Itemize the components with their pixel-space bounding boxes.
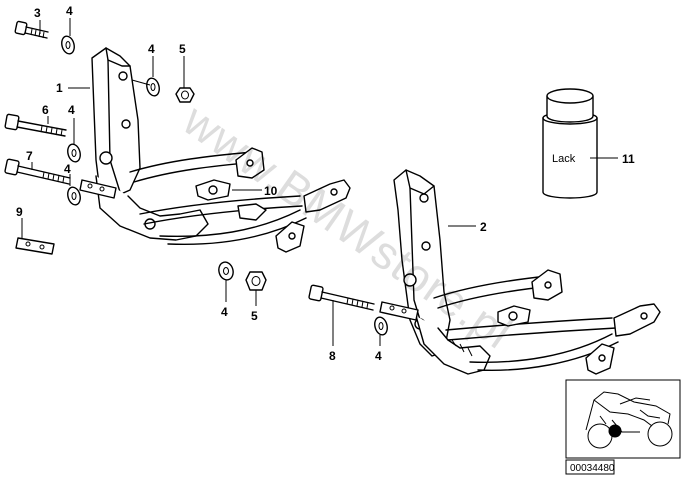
left-bracket-assembly xyxy=(79,47,351,253)
part-label-9: 9 xyxy=(16,205,23,219)
paint-can-icon: Lack xyxy=(542,88,598,199)
part-label-5: 5 xyxy=(179,42,186,56)
part-label-4: 4 xyxy=(68,103,75,117)
part-label-5: 5 xyxy=(251,309,258,323)
part-label-4: 4 xyxy=(221,305,228,319)
right-bracket-assembly xyxy=(379,169,661,375)
locator-thumbnail: 00034480 xyxy=(565,379,681,475)
part-label-7: 7 xyxy=(26,149,33,163)
part-label-10: 10 xyxy=(264,184,278,198)
part-label-2: 2 xyxy=(480,220,487,234)
nut-icon xyxy=(175,87,195,103)
motorcycle-locator-icon xyxy=(585,391,673,449)
part-label-8: 8 xyxy=(329,349,336,363)
part-label-1: 1 xyxy=(56,81,63,95)
bolt-6-icon xyxy=(4,113,67,137)
nut-icon xyxy=(245,271,267,291)
part-label-4: 4 xyxy=(375,349,382,363)
paint-can-label: Lack xyxy=(552,153,576,165)
bolt-3-icon xyxy=(14,20,49,39)
washer-icon xyxy=(146,77,160,97)
washer-icon xyxy=(218,261,234,281)
washer-icon xyxy=(67,143,81,163)
plate-9-icon xyxy=(15,237,55,255)
washer-icon xyxy=(61,35,75,55)
part-label-4: 4 xyxy=(148,42,155,56)
bolt-7-icon xyxy=(4,158,71,185)
part-label-11: 11 xyxy=(622,152,635,166)
washer-icon xyxy=(374,316,388,336)
location-marker-icon xyxy=(608,424,622,438)
leader-lines xyxy=(21,18,618,346)
part-labels: 3 4 4 5 1 6 4 7 4 9 10 4 5 2 8 4 11 xyxy=(16,4,635,363)
diagram-code: 00034480 xyxy=(570,463,615,474)
part-label-4: 4 xyxy=(64,162,71,176)
bolt-8-icon xyxy=(308,284,375,311)
part-label-3: 3 xyxy=(34,6,41,20)
washer-icon xyxy=(67,186,81,206)
part-label-4: 4 xyxy=(66,4,73,18)
part-label-6: 6 xyxy=(42,103,49,117)
